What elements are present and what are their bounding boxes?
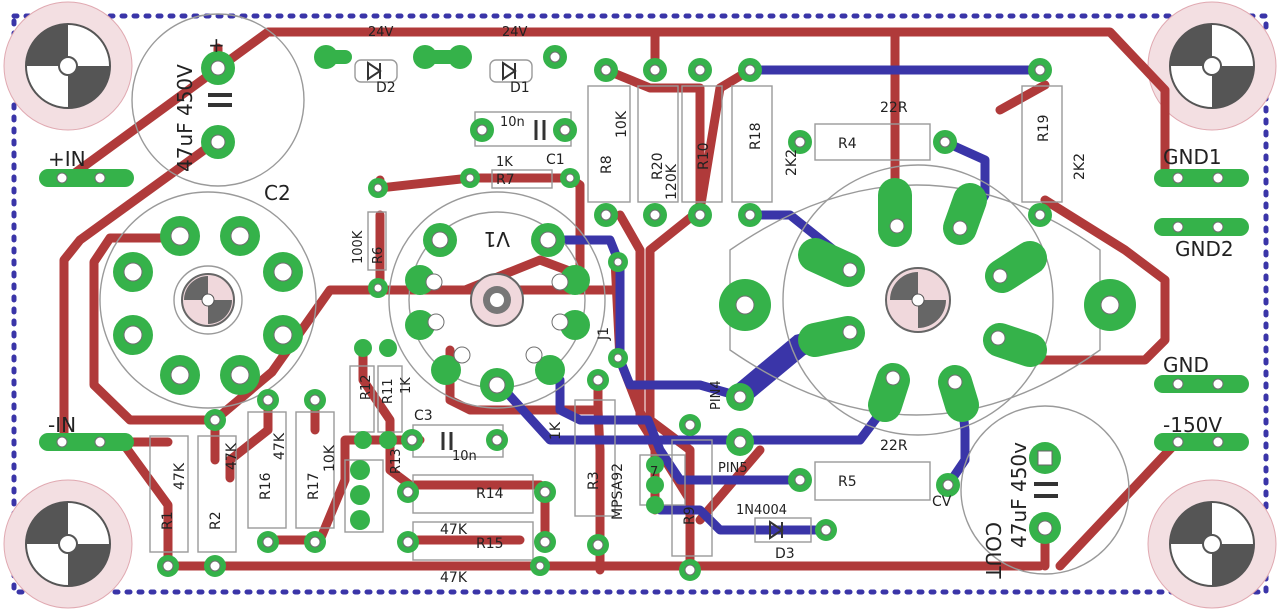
c3-value: 10n (452, 449, 477, 464)
r1-ref: R1 (160, 511, 176, 530)
r5-ref: R5 (838, 474, 857, 490)
r19-value: 2K2 (1072, 153, 1088, 180)
r4-value: 22R (880, 100, 908, 116)
r18-ref: R18 (748, 122, 764, 150)
r5-value: 22R (880, 438, 908, 454)
d2-ref: D2 (376, 80, 396, 96)
pin5-label: PIN5 (718, 461, 748, 476)
r10-ref: R10 (696, 142, 712, 170)
r2-value: 47K (224, 442, 240, 470)
r13-ref: R13 (389, 448, 404, 474)
r6-value: 100K (351, 230, 366, 264)
c1-ref: C1 (546, 152, 565, 168)
r12-ref: R12 (359, 374, 374, 400)
r20-value: 120K (664, 163, 680, 200)
r6-ref: R6 (371, 247, 386, 264)
label-gnd1: GND1 (1163, 145, 1222, 169)
r2-ref: R2 (208, 511, 224, 530)
r11-ref: R11 (381, 378, 396, 404)
d3-value: 1N4004 (736, 503, 787, 518)
mount-hole-top-left (3, 1, 133, 131)
mount-hole-bottom-right (1147, 479, 1277, 609)
r14-ref: R14 (476, 486, 504, 502)
r3-ref: R3 (586, 471, 602, 490)
mount-hole-bottom-left (3, 479, 133, 609)
socket-centers (181, 267, 951, 333)
c1-value: 10n (500, 115, 525, 130)
r16-ref: R16 (258, 472, 274, 500)
label-gnd2: GND2 (1175, 237, 1234, 261)
c3-ref: C3 (414, 408, 433, 424)
r14-value: 47K (440, 522, 468, 538)
r18-value: 2K2 (784, 149, 800, 176)
r3-value: 1K (548, 421, 564, 440)
d2-value: 24V (368, 25, 394, 40)
r20-ref: R20 (650, 152, 666, 180)
label-gnd: GND (1163, 353, 1209, 377)
c2-ref: C2 (264, 181, 291, 205)
v1-ref: V1 (484, 227, 510, 251)
r11-value: 1K (399, 377, 414, 394)
r4-ref: R4 (838, 136, 857, 152)
label-minus-in: -IN (48, 413, 76, 437)
d1-value: 24V (502, 25, 528, 40)
r16-value: 47K (272, 432, 288, 460)
r15-value: 47K (440, 570, 468, 586)
r15-ref: R15 (476, 536, 504, 552)
cv1: CV (932, 494, 952, 510)
labels: +IN -IN GND1 GND2 GND -150V C2 47uF 450V… (48, 25, 1234, 586)
cout-ref: COUT (981, 522, 1005, 579)
label-plus-in: +IN (48, 147, 86, 171)
silkscreen (99, 13, 1130, 575)
mount-hole-top-right (1147, 1, 1277, 131)
cout-value: 47uF 450v (1007, 442, 1031, 548)
r9-ref: R9 (682, 506, 698, 525)
r17-ref: R17 (306, 472, 322, 500)
board-outline (11, 13, 1269, 595)
r8-value: 10K (614, 110, 630, 138)
r7-value: 1K (496, 155, 513, 170)
c2-value: 47uF 450V (173, 64, 197, 172)
j1-ref: J1 (596, 327, 612, 341)
d1-ref: D1 (510, 80, 530, 96)
q1-ref: MPSA92 (610, 463, 626, 520)
c2-plus: + (208, 33, 225, 57)
r17-value: 10K (322, 444, 338, 472)
r19-ref: R19 (1036, 114, 1052, 142)
r7-ref: R7 (496, 172, 515, 188)
pin4-label: PIN4 (709, 380, 724, 410)
d3-ref: D3 (775, 546, 795, 562)
r8-ref: R8 (599, 155, 615, 174)
pads (39, 45, 1249, 581)
v2-pin-label: 7 (650, 465, 658, 480)
label-minus150: -150V (1163, 413, 1222, 437)
r1-value: 47K (172, 462, 188, 490)
